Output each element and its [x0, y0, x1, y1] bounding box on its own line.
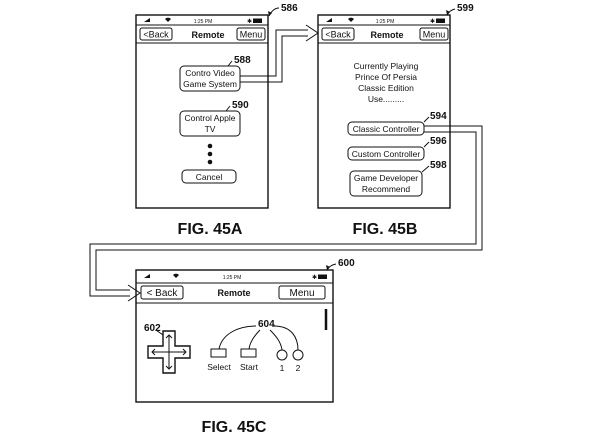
fig-45b-caption: FIG. 45B	[353, 221, 418, 238]
nav-title-a: Remote	[191, 30, 224, 40]
menu-button-b[interactable]: Menu	[419, 27, 449, 41]
nav-title-c: Remote	[217, 288, 250, 298]
bluetooth-icon: ✱	[312, 274, 317, 281]
svg-text:Currently Playing: Currently Playing	[354, 61, 419, 71]
back-button-a[interactable]: <Back	[139, 27, 173, 41]
svg-text:Prince Of Persia: Prince Of Persia	[355, 72, 417, 82]
ref-596: 596	[430, 136, 447, 147]
svg-text:Custom Controller: Custom Controller	[352, 149, 421, 159]
svg-text:Contro Video: Contro Video	[185, 68, 235, 78]
ref-600: 600	[338, 258, 355, 269]
status-time: 1:25 PM	[223, 275, 242, 281]
svg-text:Classic Controller: Classic Controller	[353, 124, 420, 134]
svg-text:<Back: <Back	[143, 30, 169, 40]
select-label: Select	[207, 362, 231, 372]
button-1[interactable]	[276, 349, 288, 361]
status-bar-a: 1:25 PM ✱	[144, 17, 262, 25]
ref-588: 588	[234, 55, 251, 66]
now-playing-text: Currently Playing Prince Of Persia Class…	[354, 61, 419, 104]
signal-icon	[326, 18, 332, 22]
battery-icon	[318, 274, 327, 279]
svg-text:Classic Edition: Classic Edition	[358, 83, 414, 93]
svg-text:Cancel: Cancel	[196, 172, 223, 182]
classic-controller-button[interactable]: Classic Controller	[347, 121, 425, 136]
back-button-b[interactable]: <Back	[321, 27, 355, 41]
ref-599: 599	[457, 3, 474, 14]
fig-45a: 1:25 PM ✱ <Back Remote Menu Contro Video…	[135, 3, 298, 238]
fig-45c: 1:25 PM ✱ < Back Remote Menu	[135, 258, 355, 436]
back-button-c[interactable]: < Back	[140, 285, 184, 300]
menu-button-c[interactable]: Menu	[278, 285, 326, 300]
svg-text:Game Developer: Game Developer	[354, 173, 418, 183]
start-label: Start	[240, 362, 259, 372]
ref-594: 594	[430, 111, 447, 122]
status-time: 1:25 PM	[194, 19, 213, 25]
wifi-icon	[173, 273, 179, 278]
status-bar-b: 1:25 PM ✱	[326, 17, 445, 25]
ref-604-leaders	[218, 325, 299, 351]
cancel-button[interactable]: Cancel	[181, 169, 237, 184]
ref-586: 586	[281, 3, 298, 14]
button-2-label: 2	[296, 363, 301, 373]
svg-text:<Back: <Back	[325, 30, 351, 40]
fig-45c-caption: FIG. 45C	[202, 419, 267, 436]
connector-a-to-b	[240, 24, 319, 83]
control-apple-tv-button[interactable]: Control Apple TV	[179, 110, 241, 137]
ref-604: 604	[258, 319, 275, 330]
svg-text:Control Apple: Control Apple	[184, 113, 235, 123]
custom-controller-button[interactable]: Custom Controller	[347, 146, 425, 161]
control-video-game-system-button[interactable]: Contro Video Game System	[179, 65, 241, 92]
svg-text:Menu: Menu	[289, 288, 314, 299]
signal-icon	[144, 274, 150, 278]
connector-b-to-c	[89, 125, 483, 302]
button-1-label: 1	[280, 363, 285, 373]
menu-button-a[interactable]: Menu	[236, 27, 266, 41]
fig-45a-caption: FIG. 45A	[178, 221, 243, 238]
nav-title-b: Remote	[370, 30, 403, 40]
more-options-ellipsis	[207, 143, 213, 165]
ref-602: 602	[144, 323, 161, 334]
ref-590: 590	[232, 100, 249, 111]
ref-598: 598	[430, 160, 447, 171]
svg-text:Game System: Game System	[183, 79, 237, 89]
phone-screen-a	[135, 14, 269, 209]
signal-icon	[144, 18, 150, 22]
select-button[interactable]	[210, 348, 227, 358]
start-button[interactable]	[240, 348, 257, 358]
bluetooth-icon: ✱	[247, 18, 252, 25]
status-time: 1:25 PM	[376, 19, 395, 25]
status-bar-c: 1:25 PM ✱	[144, 273, 327, 281]
svg-text:TV: TV	[205, 124, 216, 134]
svg-text:Use.........: Use.........	[368, 94, 404, 104]
svg-text:Menu: Menu	[240, 30, 263, 40]
svg-text:Recommend: Recommend	[362, 184, 410, 194]
battery-icon	[436, 18, 445, 23]
dpad-arrows-icon	[151, 334, 187, 370]
fig-45b: 1:25 PM ✱ <Back Remote Menu Currently Pl…	[317, 3, 474, 238]
wifi-icon	[348, 17, 354, 22]
battery-icon	[253, 18, 262, 23]
phone-screen-b	[317, 14, 451, 209]
bluetooth-icon: ✱	[430, 18, 435, 25]
phone-screen-c	[135, 269, 334, 403]
svg-text:Menu: Menu	[423, 30, 446, 40]
game-developer-recommend-button[interactable]: Game Developer Recommend	[349, 170, 423, 197]
dpad[interactable]	[147, 330, 191, 374]
svg-text:< Back: < Back	[147, 288, 179, 299]
button-2[interactable]	[292, 349, 304, 361]
wifi-icon	[165, 17, 171, 22]
